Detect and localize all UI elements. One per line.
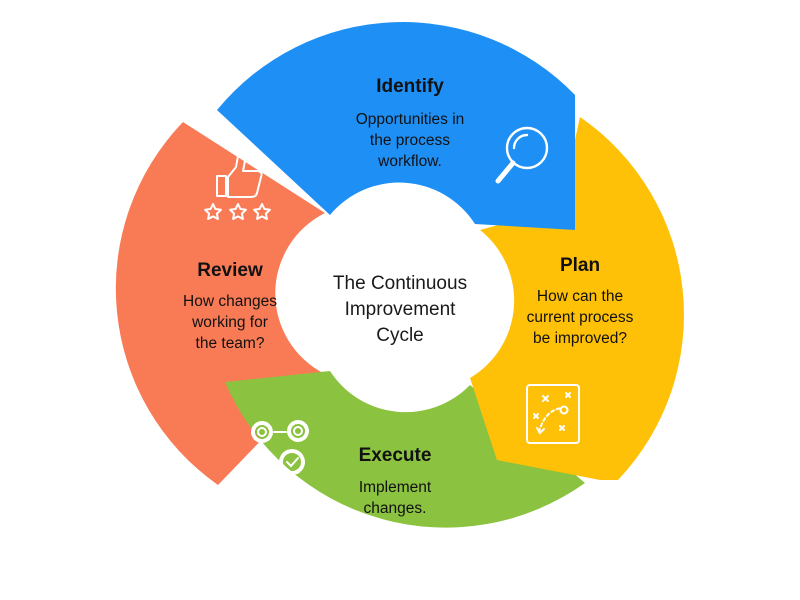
execute-description-line: Implement xyxy=(358,479,432,496)
identify-description: Opportunities in the process workflow. xyxy=(320,109,500,172)
plan-title: Plan xyxy=(559,255,601,276)
review-description-line: working for xyxy=(192,314,268,331)
execute-description: Implement changes. xyxy=(320,477,470,519)
plan-description-line: current process xyxy=(526,309,634,326)
plan-description-line: How can the xyxy=(536,288,624,305)
identify-title: Identify xyxy=(376,76,444,97)
center-title-line: Cycle xyxy=(376,325,424,346)
identify-segment xyxy=(217,22,575,230)
review-title: Review xyxy=(197,260,263,281)
review-description: How changes working for the team? xyxy=(152,291,308,354)
identify-description-line: Opportunities in xyxy=(355,111,465,128)
execute-description-line: changes. xyxy=(363,500,427,517)
identify-description-line: workflow. xyxy=(378,153,442,170)
strategy-board-icon xyxy=(526,384,580,444)
magnifier-icon xyxy=(495,126,549,184)
plan-segment xyxy=(470,117,684,480)
execute-title: Execute xyxy=(358,445,432,466)
review-description-line: How changes xyxy=(183,293,277,310)
identify-description-line: the process xyxy=(369,132,451,149)
review-description-line: the team? xyxy=(195,335,265,352)
plan-description-line: be improved? xyxy=(533,330,627,347)
plan-description: How can the current process be improved? xyxy=(495,286,665,349)
gears-check-icon xyxy=(251,420,309,475)
thumbs-up-stars-icon xyxy=(204,154,271,220)
center-circle xyxy=(308,218,492,402)
center-title-line: Improvement xyxy=(344,299,456,320)
center-title-line: The Continuous xyxy=(332,273,468,294)
center-title: The Continuous Improvement Cycle xyxy=(310,271,490,349)
